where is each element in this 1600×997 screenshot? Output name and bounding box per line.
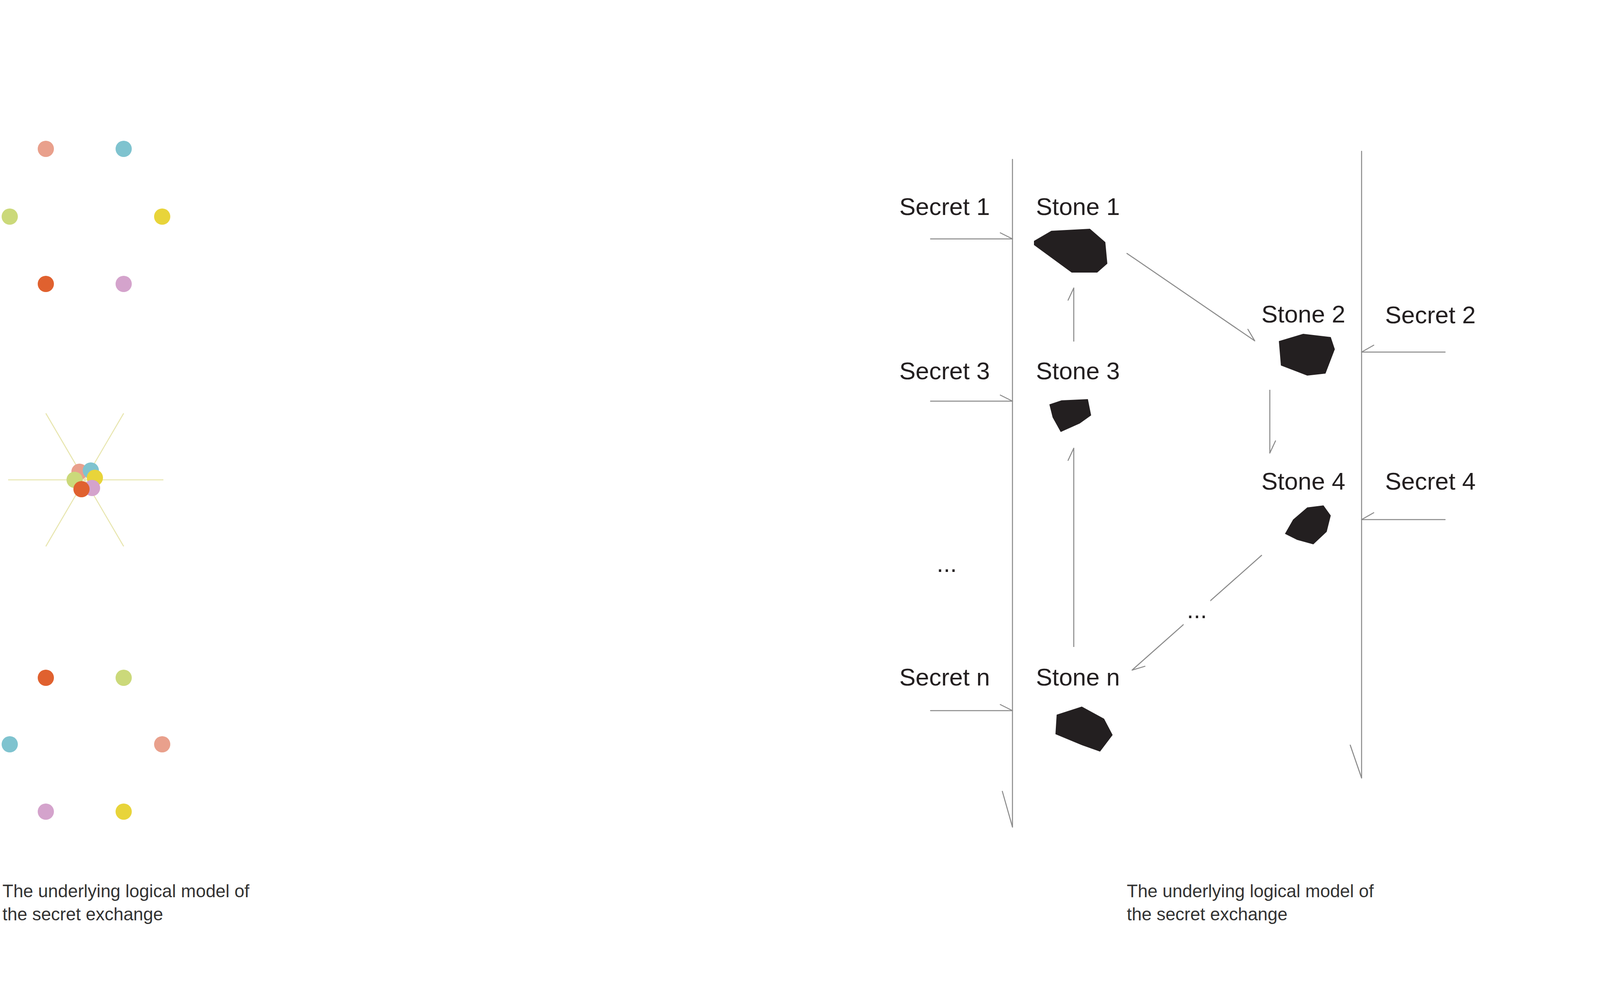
- connector-arrow: [1132, 555, 1262, 671]
- stone-shape: [1278, 333, 1335, 376]
- dot: [37, 275, 54, 292]
- secret-arrow: [930, 709, 1013, 712]
- dot-group: [1, 140, 171, 292]
- stone-shape: [1049, 398, 1092, 432]
- secret-label: Secret 4: [1385, 467, 1476, 496]
- connector-arrow: [1269, 389, 1271, 453]
- stone-node: Stone 4: [1261, 467, 1346, 545]
- caption-text: The underlying logical model of the secr…: [2, 879, 262, 926]
- stone-polygon: [1049, 398, 1092, 432]
- dot: [115, 803, 132, 820]
- stone-label: Stone 2: [1261, 300, 1346, 329]
- stone-node: Stone 3: [1035, 356, 1120, 432]
- dot-group: [1, 669, 171, 820]
- dot: [1, 735, 18, 753]
- arrow-barb: [1000, 394, 1013, 402]
- arrow-barb: [1350, 744, 1362, 778]
- arrow-barb: [1002, 791, 1013, 827]
- arrow-barb: [1000, 232, 1013, 239]
- secret-arrow: [1361, 351, 1446, 353]
- stone-label: Stone 3: [1035, 356, 1120, 385]
- dot: [37, 803, 54, 820]
- dot: [1, 208, 18, 225]
- connector-arrow: [1073, 287, 1075, 342]
- secret-label: Secret 1: [899, 192, 990, 221]
- dot: [73, 480, 90, 498]
- secret-label: Secret 3: [899, 356, 990, 385]
- dot: [154, 208, 171, 225]
- stone-polygon: [1055, 706, 1113, 752]
- arrow-barb: [1361, 345, 1374, 352]
- stone-polygon: [1278, 333, 1335, 376]
- secret-label: Secret n: [899, 662, 990, 691]
- secret-arrow: [930, 238, 1013, 240]
- timeline-line: [1012, 159, 1014, 827]
- connector-arrow: [1126, 253, 1255, 341]
- stone-node: Stone 2: [1261, 300, 1346, 376]
- stone-shape: [1284, 505, 1331, 545]
- caption-text: The underlying logical model of the secr…: [1126, 879, 1387, 926]
- ellipsis-label: ...: [936, 549, 957, 578]
- stone-label: Stone 1: [1035, 192, 1120, 221]
- stone-polygon: [1284, 505, 1331, 545]
- dot: [154, 735, 171, 753]
- dot: [115, 275, 132, 292]
- dot: [115, 669, 132, 686]
- dot: [115, 140, 132, 157]
- stone-node: Stone n: [1035, 662, 1120, 752]
- stone-label: Stone 4: [1261, 467, 1346, 496]
- stone-shape: [1055, 706, 1113, 752]
- timeline-line: [1361, 151, 1363, 778]
- connector-arrow: [1073, 448, 1075, 647]
- stone-label: Stone n: [1035, 662, 1120, 691]
- secret-label: Secret 2: [1385, 300, 1476, 329]
- dot: [37, 140, 54, 157]
- dot: [37, 669, 54, 686]
- edge-label: ...: [1183, 597, 1211, 627]
- secret-arrow: [930, 400, 1013, 402]
- stone-node: Stone 1: [1033, 192, 1120, 273]
- arrow-barb: [1361, 512, 1374, 520]
- arrow-barb: [1000, 704, 1013, 711]
- stone-shape: [1033, 228, 1108, 273]
- secret-arrow: [1361, 519, 1446, 521]
- stone-polygon: [1033, 228, 1108, 273]
- dot-cluster: [8, 413, 164, 547]
